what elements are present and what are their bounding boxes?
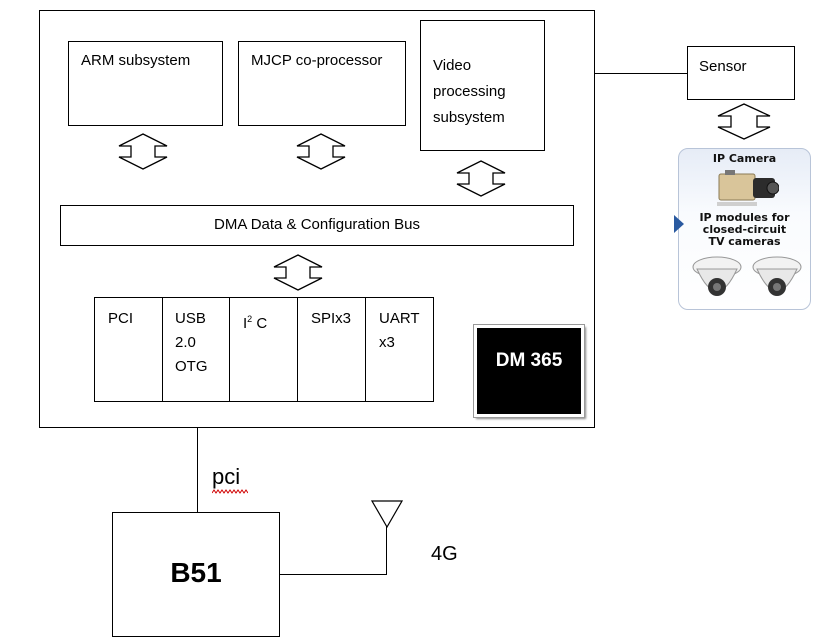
uart-label-line1: UART bbox=[379, 310, 420, 327]
sensor-connector-line bbox=[595, 73, 687, 74]
dm365-badge: DM 365 bbox=[473, 324, 585, 418]
double-arrow-icon-peripherals bbox=[273, 254, 323, 291]
spellcheck-underline bbox=[212, 489, 248, 494]
b51-block: B51 bbox=[112, 512, 280, 637]
antenna-feed-vertical bbox=[386, 526, 387, 575]
double-arrow-icon-arm bbox=[118, 133, 168, 170]
box-camera-icon bbox=[717, 170, 779, 206]
pci-link-label: pci bbox=[212, 464, 241, 489]
i2c-base: I bbox=[243, 315, 248, 332]
antenna-feed-horizontal bbox=[280, 574, 387, 575]
ip-camera-image: IP Camera IP modules for closed-circuit … bbox=[678, 148, 811, 310]
peripheral-uart: UART x3 bbox=[365, 297, 434, 402]
dome-camera-icon bbox=[692, 256, 742, 296]
double-arrow-icon-sensor bbox=[717, 103, 771, 140]
i2c-label: I2 C bbox=[243, 306, 267, 337]
mjcp-coprocessor-block: MJCP co-processor bbox=[238, 41, 406, 126]
dma-bus-block: DMA Data & Configuration Bus bbox=[60, 205, 574, 246]
card-pointer-icon bbox=[674, 215, 684, 233]
ip-camera-title: IP Camera bbox=[712, 152, 777, 165]
video-label-line1: Video bbox=[433, 57, 472, 74]
arm-subsystem-label: ARM subsystem bbox=[81, 52, 191, 69]
wireless-4g-label: 4G bbox=[431, 543, 458, 565]
double-arrow-icon-mjcp bbox=[296, 133, 346, 170]
peripheral-usb: USB 2.0 OTG bbox=[162, 297, 230, 402]
usb-label-line3: OTG bbox=[175, 358, 208, 375]
ip-camera-caption-line2: closed-circuit bbox=[702, 223, 787, 236]
video-label-line2: processing bbox=[433, 83, 506, 100]
mjcp-coprocessor-label: MJCP co-processor bbox=[251, 52, 383, 69]
peripheral-spi: SPIx3 bbox=[297, 297, 366, 402]
video-processing-block: Video processing subsystem bbox=[420, 20, 545, 151]
spi-label: SPIx3 bbox=[311, 310, 352, 327]
video-label-line3: subsystem bbox=[433, 109, 505, 126]
i2c-superscript: 2 bbox=[247, 314, 253, 324]
dma-bus-label: DMA Data & Configuration Bus bbox=[214, 216, 420, 233]
pci-label: PCI bbox=[108, 310, 134, 327]
ip-camera-caption-line3: TV cameras bbox=[708, 235, 781, 248]
dome-camera-icon-2 bbox=[752, 256, 802, 296]
double-arrow-icon-video bbox=[456, 160, 506, 197]
b51-label: B51 bbox=[170, 557, 222, 588]
arm-subsystem-block: ARM subsystem bbox=[68, 41, 223, 126]
ip-camera-caption-line1: IP modules for bbox=[699, 211, 790, 224]
peripheral-pci: PCI bbox=[94, 297, 163, 402]
peripheral-i2c: I2 C bbox=[229, 297, 298, 402]
pci-link-line bbox=[197, 428, 198, 512]
sensor-label: Sensor bbox=[699, 58, 747, 75]
i2c-tail: C bbox=[252, 315, 268, 332]
usb-label-line2: 2.0 bbox=[175, 334, 196, 351]
usb-label-line1: USB bbox=[175, 310, 206, 327]
sensor-block: Sensor bbox=[687, 46, 795, 100]
antenna-icon bbox=[371, 500, 403, 528]
dm365-label: DM 365 bbox=[495, 350, 563, 371]
uart-label-line2: x3 bbox=[379, 334, 395, 351]
